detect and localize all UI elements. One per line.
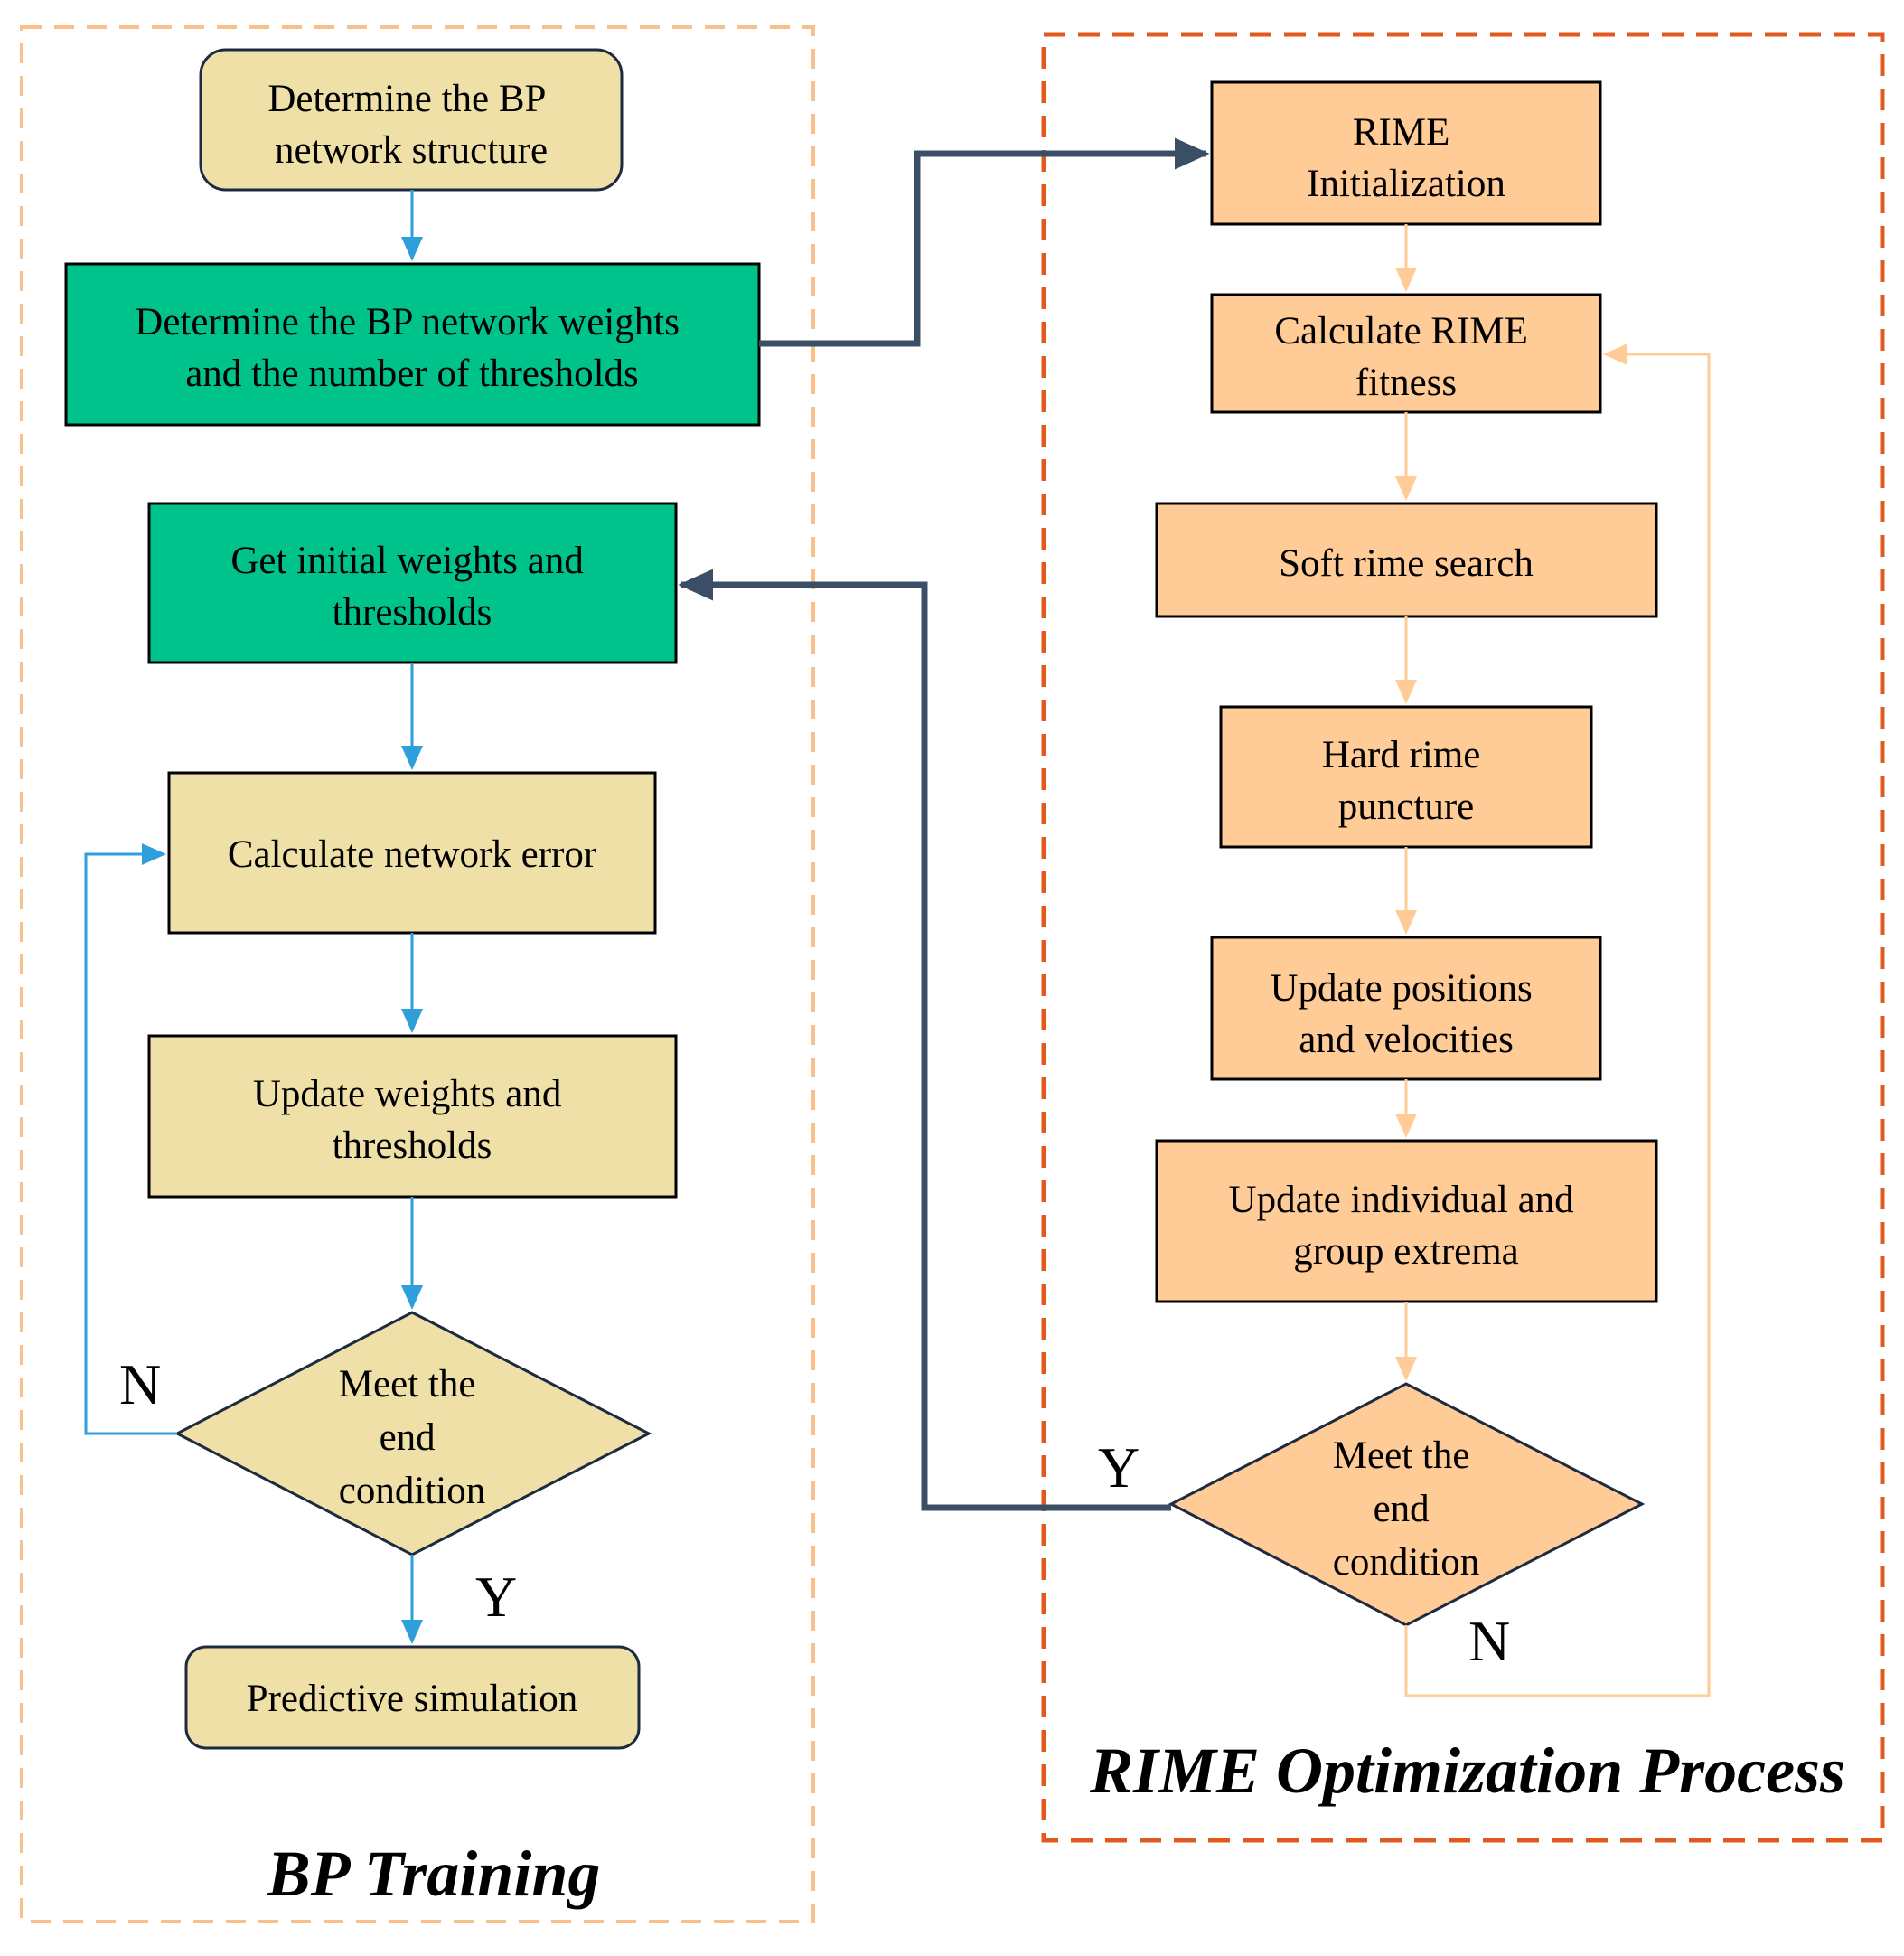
rime-decision-label-line-1: Meet the xyxy=(1333,1434,1470,1477)
rime-extrema-label-line-1: Update individual and xyxy=(1229,1179,1574,1221)
bp-structure-label-line-2: network structure xyxy=(275,129,548,172)
rime-hard-label-line-1: Hard rime xyxy=(1322,734,1481,776)
rime-positions-label-line-2: and velocities xyxy=(1299,1019,1514,1061)
bp-yes-label: Y xyxy=(475,1565,517,1629)
svg-text:Determine the BP network weigh: Determine the BP network weights and the… xyxy=(135,301,689,395)
bp-update-label-line-1: Update weights and xyxy=(253,1073,562,1115)
bp-arrow-no-loop xyxy=(84,843,177,1435)
rime-optimization-region xyxy=(1041,32,1885,1843)
rime-hard-label-line-2: puncture xyxy=(1338,785,1474,828)
rime-init-label-line-2: Initialization xyxy=(1307,163,1505,205)
bp-error-label: Calculate network error xyxy=(228,833,596,876)
bp-structure-label-line-1: Determine the BP xyxy=(267,78,545,120)
svg-text:RIME Initialization: RIME Initialization xyxy=(1307,111,1505,205)
svg-text:Predictive simulation: Predictive simulation xyxy=(247,1678,578,1720)
bp-weights-label-line-2: and the number of thresholds xyxy=(185,353,639,395)
rime-decision-label-line-2: end xyxy=(1374,1488,1430,1530)
rime-positions-label-line-1: Update positions xyxy=(1271,967,1533,1010)
connector-weights-to-rime-init xyxy=(759,137,1210,347)
svg-text:Determine the BP network: Determine the BP network structure xyxy=(267,78,554,172)
bp-weights-label-line-1: Determine the BP network weights xyxy=(135,301,680,343)
bp-training-region xyxy=(20,25,815,1923)
svg-text:Get initial weights and: Get initial weights and thresholds xyxy=(230,540,593,634)
bp-predict-label: Predictive simulation xyxy=(247,1678,578,1720)
svg-text:Update positions and vel: Update positions and velocities xyxy=(1271,967,1543,1061)
svg-text:Meet the end condi: Meet the end condition xyxy=(1333,1434,1479,1584)
rime-extrema-node: Update individual and group extrema xyxy=(1155,1139,1658,1303)
svg-text:Calculate RIME fitness: Calculate RIME fitness xyxy=(1274,310,1537,404)
rime-fitness-label-line-2: fitness xyxy=(1355,362,1457,404)
svg-text:Calculate network error: Calculate network error xyxy=(228,833,596,876)
bp-update-label-line-2: thresholds xyxy=(333,1124,492,1167)
svg-text:Soft rime search: Soft rime search xyxy=(1279,542,1534,585)
bp-structure-node: Determine the BP network structure xyxy=(199,48,624,192)
rime-hard-puncture-node: Hard rime puncture xyxy=(1219,705,1593,849)
rime-fitness-node: Calculate RIME fitness xyxy=(1210,293,1602,414)
rime-init-label-line-1: RIME xyxy=(1353,111,1450,154)
rime-extrema-label-line-2: group extrema xyxy=(1293,1230,1519,1273)
rime-fitness-label-line-1: Calculate RIME xyxy=(1274,310,1528,353)
bp-initial-label-line-1: Get initial weights and xyxy=(230,540,584,582)
bp-decision-node: Meet the end condition xyxy=(174,1311,652,1556)
bp-error-node: Calculate network error xyxy=(167,771,657,935)
rime-init-node: RIME Initialization xyxy=(1210,80,1602,226)
rime-soft-search-node: Soft rime search xyxy=(1155,502,1658,618)
rime-no-label: N xyxy=(1468,1609,1510,1673)
rime-positions-node: Update positions and velocities xyxy=(1210,936,1602,1081)
bp-decision-label-line-1: Meet the xyxy=(339,1363,476,1406)
bp-decision-label-line-2: end xyxy=(380,1416,436,1459)
rime-optimization-title: RIME Optimization Process xyxy=(1089,1735,1845,1807)
bp-weights-node: Determine the BP network weights and the… xyxy=(64,262,761,427)
rime-decision-label-line-3: condition xyxy=(1333,1541,1479,1584)
bp-predict-node: Predictive simulation xyxy=(184,1645,641,1750)
connector-rime-yes-to-initial-weights xyxy=(678,569,1171,1511)
bp-no-label: N xyxy=(119,1352,161,1416)
svg-text:Hard rime puncture: Hard rime puncture xyxy=(1322,734,1490,828)
bp-update-node: Update weights and thresholds xyxy=(147,1034,678,1199)
svg-text:Update weights and thres: Update weights and thresholds xyxy=(253,1073,571,1167)
rime-arrow-no-loop xyxy=(1404,343,1711,1697)
bp-initial-weights-node: Get initial weights and thresholds xyxy=(147,502,678,664)
svg-text:Meet the end condi: Meet the end condition xyxy=(339,1363,485,1512)
bp-decision-label-line-3: condition xyxy=(339,1470,485,1512)
rime-soft-label: Soft rime search xyxy=(1279,542,1534,585)
bp-initial-label-line-2: thresholds xyxy=(333,591,492,634)
rime-decision-node: Meet the end condition xyxy=(1168,1382,1646,1627)
svg-text:Update individual and gr: Update individual and group extrema xyxy=(1229,1179,1584,1273)
rime-yes-label: Y xyxy=(1098,1435,1140,1500)
bp-training-title: BP Training xyxy=(267,1838,601,1910)
